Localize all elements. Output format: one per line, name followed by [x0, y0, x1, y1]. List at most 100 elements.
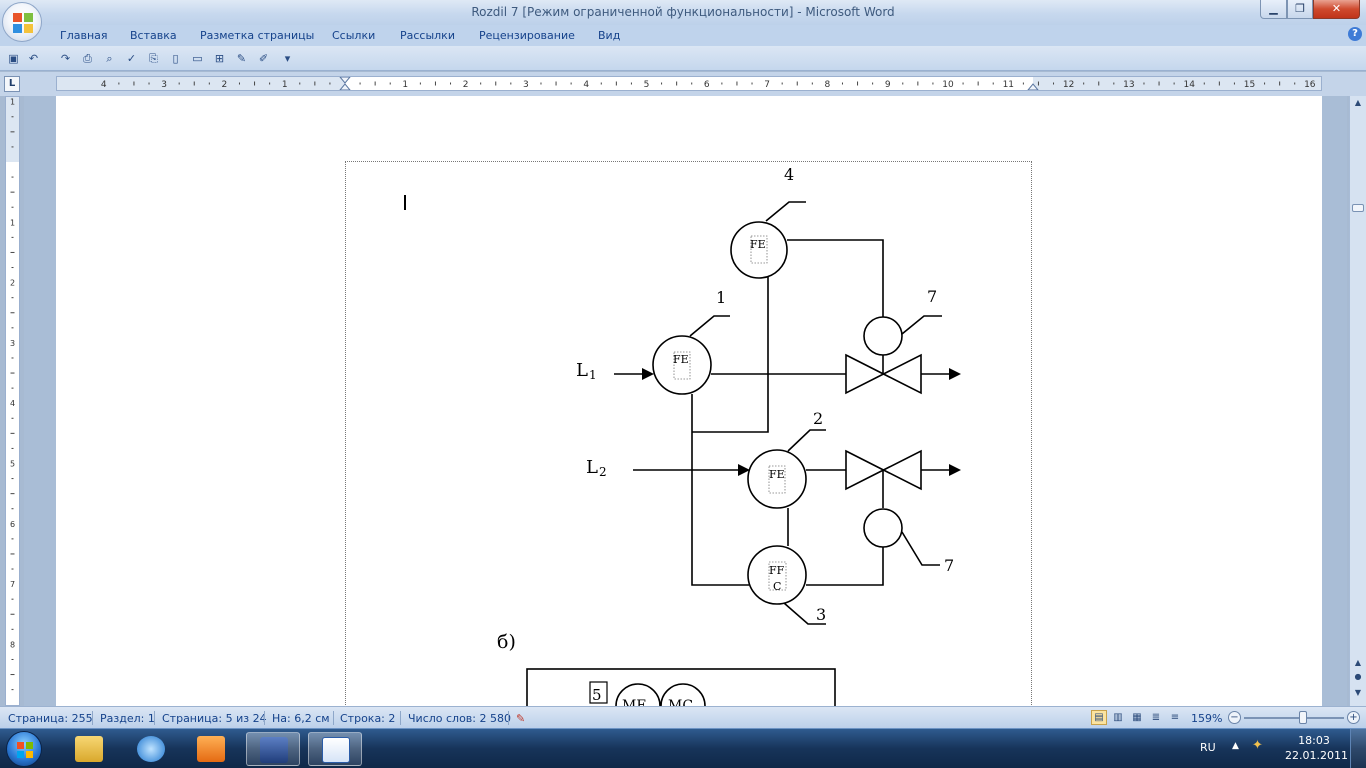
start-button[interactable]: [6, 731, 42, 767]
vruler-label: 1: [10, 98, 15, 107]
arrow-output-2: [949, 464, 961, 476]
prev-page-icon[interactable]: ▲: [1354, 658, 1362, 667]
tab-references[interactable]: Ссылки: [332, 29, 376, 42]
ruler-label: 12: [1063, 80, 1074, 90]
zoom-slider-knob[interactable]: [1299, 711, 1307, 724]
full-screen-reading-icon[interactable]: ▥: [1113, 712, 1123, 723]
status-page-of[interactable]: Страница: 5 из 24: [162, 712, 267, 725]
office-button[interactable]: [2, 2, 42, 42]
proofing-icon[interactable]: ✎: [516, 712, 526, 725]
tab-insert[interactable]: Вставка: [130, 29, 177, 42]
zoom-out-icon[interactable]: −: [1228, 711, 1241, 724]
ruler-label: 4: [583, 80, 589, 90]
tab-selector[interactable]: L: [4, 76, 20, 92]
network-icon[interactable]: ✦: [1252, 738, 1263, 753]
input-label-2-sub: 2: [599, 465, 607, 479]
flow-control-diagram[interactable]: FE FE FE FF C 4 1 7 2 7 3 L 1 L 2 б) 5 M…: [56, 96, 1322, 706]
tab-view[interactable]: Вид: [598, 29, 621, 42]
zoom-level[interactable]: 159%: [1191, 712, 1223, 725]
leader-3: [783, 602, 826, 625]
tab-home[interactable]: Главная: [60, 29, 108, 42]
vruler-label: 5: [10, 460, 15, 469]
document-page[interactable]: FE FE FE FF C 4 1 7 2 7 3 L 1 L 2 б) 5 M…: [56, 96, 1322, 706]
line-3-to-actuator: [806, 547, 884, 586]
maximize-button[interactable]: ❐: [1287, 0, 1313, 19]
redo-icon[interactable]: ↷: [60, 52, 71, 65]
input-label-1: L: [576, 360, 588, 381]
ruler-label: 11: [1003, 80, 1014, 90]
draft-view-icon[interactable]: ≡: [1170, 712, 1180, 723]
status-section[interactable]: Раздел: 1: [100, 712, 155, 725]
leader-4: [765, 201, 806, 222]
print-preview-icon[interactable]: ⎙: [83, 52, 92, 65]
leader-7a: [901, 315, 942, 335]
lower-circle-2-code: MC: [668, 698, 693, 706]
new-icon[interactable]: ▯: [172, 52, 179, 65]
close-button[interactable]: ✕: [1313, 0, 1360, 19]
status-word-count[interactable]: Число слов: 2 580: [408, 712, 511, 725]
ruler-label: 5: [644, 80, 650, 90]
minimize-button[interactable]: ▁: [1260, 0, 1287, 19]
taskbar-word[interactable]: [308, 732, 362, 766]
clock-date[interactable]: 22.01.2011: [1285, 749, 1348, 762]
sensor-1-circle: [652, 335, 712, 395]
lower-circle-1-code: ME: [622, 698, 647, 706]
customize-icon[interactable]: ▾: [284, 52, 291, 65]
vruler-label: 3: [10, 339, 15, 348]
outline-view-icon[interactable]: ≣: [1151, 712, 1161, 723]
text-boundary: [345, 161, 1032, 706]
lower-circle-1: [615, 683, 661, 706]
taskbar-internet-explorer[interactable]: [124, 732, 178, 766]
tab-page-layout[interactable]: Разметка страницы: [200, 29, 315, 42]
status-page[interactable]: Страница: 255: [8, 712, 93, 725]
tab-mailings[interactable]: Рассылки: [400, 29, 455, 42]
arrow-input-1: [642, 368, 654, 380]
taskbar-save-app[interactable]: [246, 732, 300, 766]
show-desktop-button[interactable]: [1350, 729, 1366, 768]
right-indent-marker: [1027, 83, 1039, 90]
leader-7b: [901, 531, 940, 566]
browse-object-icon[interactable]: ●: [1354, 672, 1362, 681]
find-icon[interactable]: ⌕: [106, 52, 113, 65]
taskbar-explorer[interactable]: [62, 732, 116, 766]
web-layout-icon[interactable]: ▦: [1132, 712, 1142, 723]
format-painter-icon[interactable]: ✎: [236, 52, 247, 65]
next-page-icon[interactable]: ▼: [1354, 688, 1362, 697]
sensor-2-code: FE: [769, 468, 785, 481]
print-layout-view-icon[interactable]: ▤: [1091, 710, 1107, 725]
edit-icon[interactable]: ✐: [258, 52, 269, 65]
table-icon[interactable]: ⊞: [214, 52, 225, 65]
taskbar-media-player[interactable]: [184, 732, 238, 766]
quick-print-icon[interactable]: ⎘: [149, 52, 158, 65]
clock-time[interactable]: 18:03: [1298, 734, 1330, 747]
scroll-thumb[interactable]: [1352, 204, 1364, 212]
open-icon[interactable]: ▭: [192, 52, 203, 65]
lower-circle-2: [660, 683, 706, 706]
hanging-indent-marker: [339, 83, 351, 90]
status-line[interactable]: Строка: 2: [340, 712, 396, 725]
ruler-label: 2: [222, 80, 228, 90]
spelling-icon[interactable]: ✓: [126, 52, 137, 65]
status-position[interactable]: На: 6,2 см: [272, 712, 330, 725]
undo-icon[interactable]: ↶: [28, 52, 39, 65]
tab-review[interactable]: Рецензирование: [479, 29, 575, 42]
valve-1-body: [845, 353, 922, 395]
zoom-slider[interactable]: [1244, 717, 1344, 719]
ruler-label: 1: [282, 80, 288, 90]
ruler-label: 6: [704, 80, 710, 90]
help-icon[interactable]: ?: [1348, 27, 1362, 41]
ruler-label: 15: [1244, 80, 1255, 90]
document-canvas[interactable]: FE FE FE FF C 4 1 7 2 7 3 L 1 L 2 б) 5 M…: [24, 96, 1347, 706]
zoom-in-icon[interactable]: +: [1347, 711, 1360, 724]
sensor-3-code: FF: [769, 564, 785, 577]
save-icon[interactable]: ▣: [8, 52, 19, 65]
branch-line: [691, 394, 749, 586]
language-indicator[interactable]: RU: [1200, 741, 1216, 754]
sensor-1-code: FE: [673, 353, 689, 366]
vertical-scrollbar[interactable]: ▲ ▲ ● ▼: [1349, 96, 1366, 706]
tray-expand-icon[interactable]: ▲: [1232, 741, 1239, 751]
scroll-up-icon[interactable]: ▲: [1354, 98, 1362, 107]
